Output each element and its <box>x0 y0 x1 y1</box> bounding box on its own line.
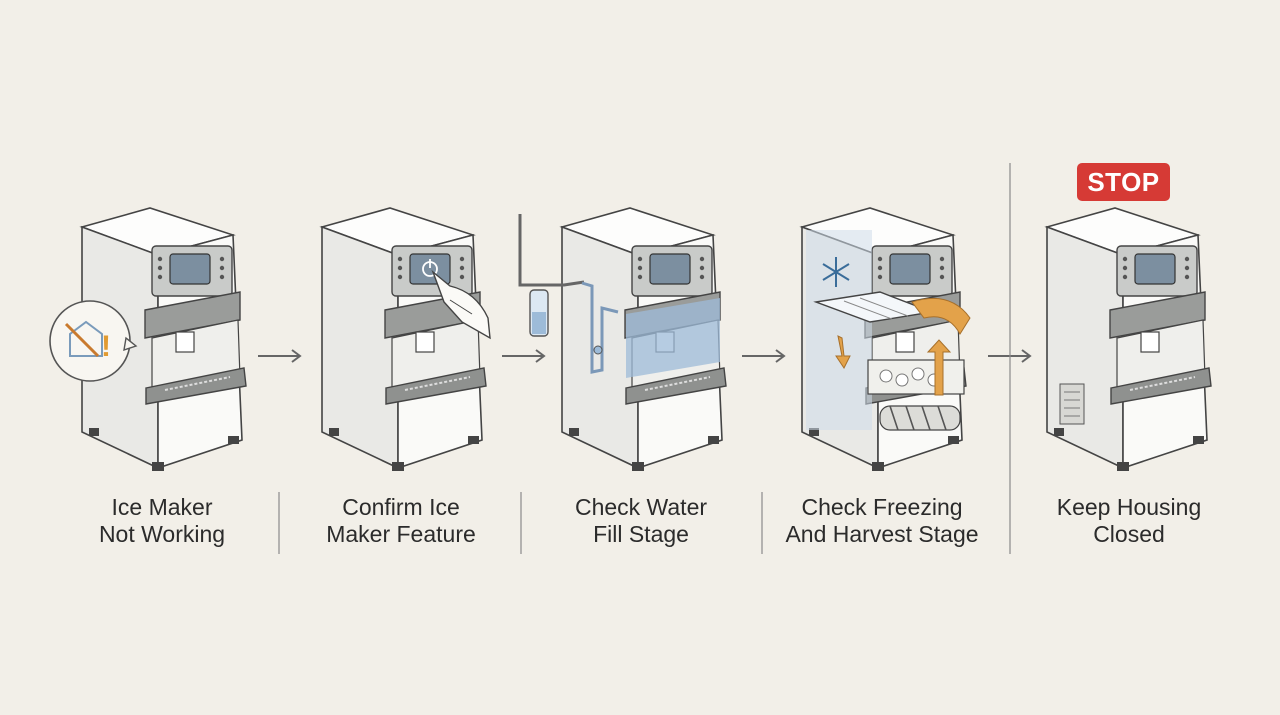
flow-arrow <box>742 349 786 363</box>
step-label-line: Keep Housing <box>1056 494 1202 520</box>
ice-maker-warning-icon: ! <box>49 207 247 472</box>
step-label-1: Ice Maker Not Working <box>47 494 277 548</box>
step-label-2: Confirm Ice Maker Feature <box>286 494 516 548</box>
step-label-5: Keep Housing Closed <box>1014 494 1244 548</box>
step-label-3: Check Water Fill Stage <box>526 494 756 548</box>
flow-arrow <box>258 349 302 363</box>
step-label-line: And Harvest Stage <box>785 521 979 547</box>
step-label-line: Ice Maker <box>111 494 213 520</box>
ice-maker-closed-icon <box>1046 207 1212 472</box>
step-label-line: Fill Stage <box>593 521 689 547</box>
svg-text:!: ! <box>101 330 111 363</box>
step-label-line: Not Working <box>98 521 226 547</box>
step-label-line: Check Water <box>574 494 708 520</box>
step-label-line: Check Freezing <box>801 494 963 520</box>
stop-badge: STOP <box>1077 163 1170 201</box>
step-label-4: Check Freezing And Harvest Stage <box>767 494 997 548</box>
step-label-line: Maker Feature <box>326 521 476 547</box>
flow-arrow <box>502 349 546 363</box>
ice-maker-water-fill-icon <box>518 207 727 472</box>
flow-arrow <box>988 349 1032 363</box>
step-label-line: Confirm Ice <box>342 494 460 520</box>
ice-maker-power-touch-icon <box>321 207 491 472</box>
ice-maker-freeze-harvest-icon <box>801 207 971 472</box>
step-label-line: Closed <box>1093 521 1165 547</box>
